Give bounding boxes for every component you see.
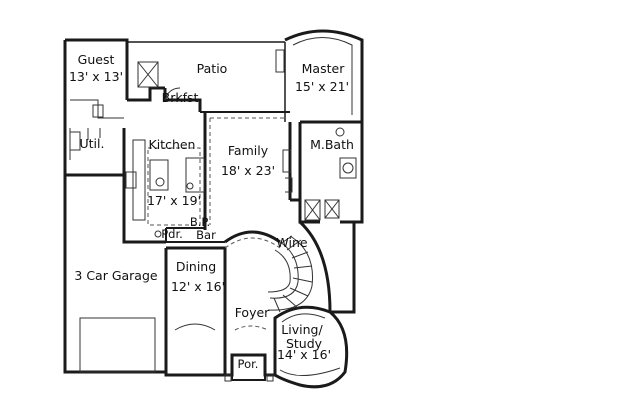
dining-dims: 12' x 16' xyxy=(171,279,225,294)
guest-label: Guest xyxy=(78,52,115,67)
bar-label: Bar xyxy=(196,228,216,242)
garage-label: 3 Car Garage xyxy=(74,268,158,283)
porch-label: Por. xyxy=(238,357,259,371)
patio-label: Patio xyxy=(197,61,228,76)
living-label: Living/ xyxy=(281,322,323,337)
foyer-label: Foyer xyxy=(235,305,270,320)
room-labels: Guest 13' x 13' Patio Master 15' x 21' B… xyxy=(69,52,354,371)
guest-dims: 13' x 13' xyxy=(69,69,123,84)
family-dims: 18' x 23' xyxy=(221,163,275,178)
study-label: Study xyxy=(286,336,323,351)
bp-label: B.P. xyxy=(190,215,210,229)
family-label: Family xyxy=(228,143,269,158)
master-label: Master xyxy=(302,61,346,76)
mbath-label: M.Bath xyxy=(310,137,354,152)
exterior-walls xyxy=(63,29,364,389)
living-dims: 14' x 16' xyxy=(277,347,331,362)
master-dims: 15' x 21' xyxy=(295,79,349,94)
pdr-label: Pdr. xyxy=(161,227,183,241)
dining-label: Dining xyxy=(176,259,216,274)
kitchen-dims: 17' x 19' xyxy=(147,193,201,208)
wine-label: Wine xyxy=(276,235,307,250)
interior-details xyxy=(69,37,357,382)
util-label: Util. xyxy=(80,136,105,151)
kitchen-label: Kitchen xyxy=(149,137,196,152)
brkfst-label: Brkfst. xyxy=(162,90,203,105)
